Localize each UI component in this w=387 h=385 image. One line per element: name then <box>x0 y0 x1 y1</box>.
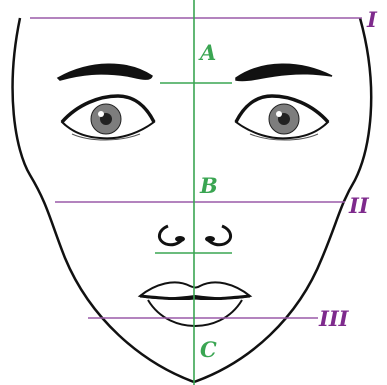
left-eye <box>60 94 156 141</box>
segment-label-a: A <box>198 40 216 65</box>
segment-label-b: B <box>199 173 218 198</box>
line-label-ii: II <box>348 193 370 218</box>
right-eye <box>234 94 330 141</box>
nose <box>158 224 232 247</box>
line-label-i: I <box>366 7 378 32</box>
lips <box>137 281 253 328</box>
segment-label-c: C <box>200 337 217 362</box>
line-label-iii: III <box>318 306 350 331</box>
left-eyebrow <box>56 63 153 81</box>
right-eyebrow <box>235 63 333 82</box>
